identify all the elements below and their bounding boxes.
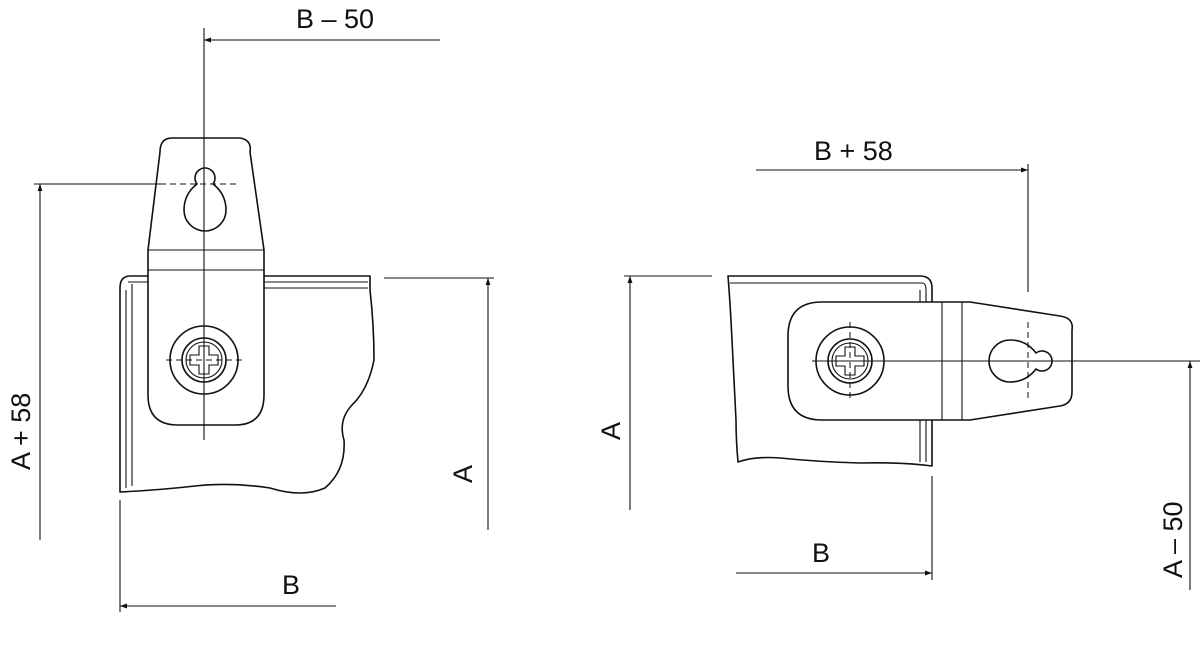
left-dim-left-label: A + 58 [6, 393, 36, 470]
right-view: B + 58 A B A – 50 [596, 136, 1200, 590]
left-dim-bottom-label: B [282, 570, 300, 600]
right-dim-right-label: A – 50 [1158, 501, 1188, 578]
left-dim-top-label: B – 50 [296, 4, 374, 34]
right-dim-bottom-label: B [812, 538, 830, 568]
left-keyhole [183, 167, 227, 232]
left-dim-right-label: A [448, 465, 478, 483]
right-panel-edge [730, 282, 927, 462]
right-dim-left-label: A [596, 422, 626, 440]
left-view: B – 50 A + 58 A B [6, 4, 494, 612]
right-dim-top-label: B + 58 [814, 136, 893, 166]
